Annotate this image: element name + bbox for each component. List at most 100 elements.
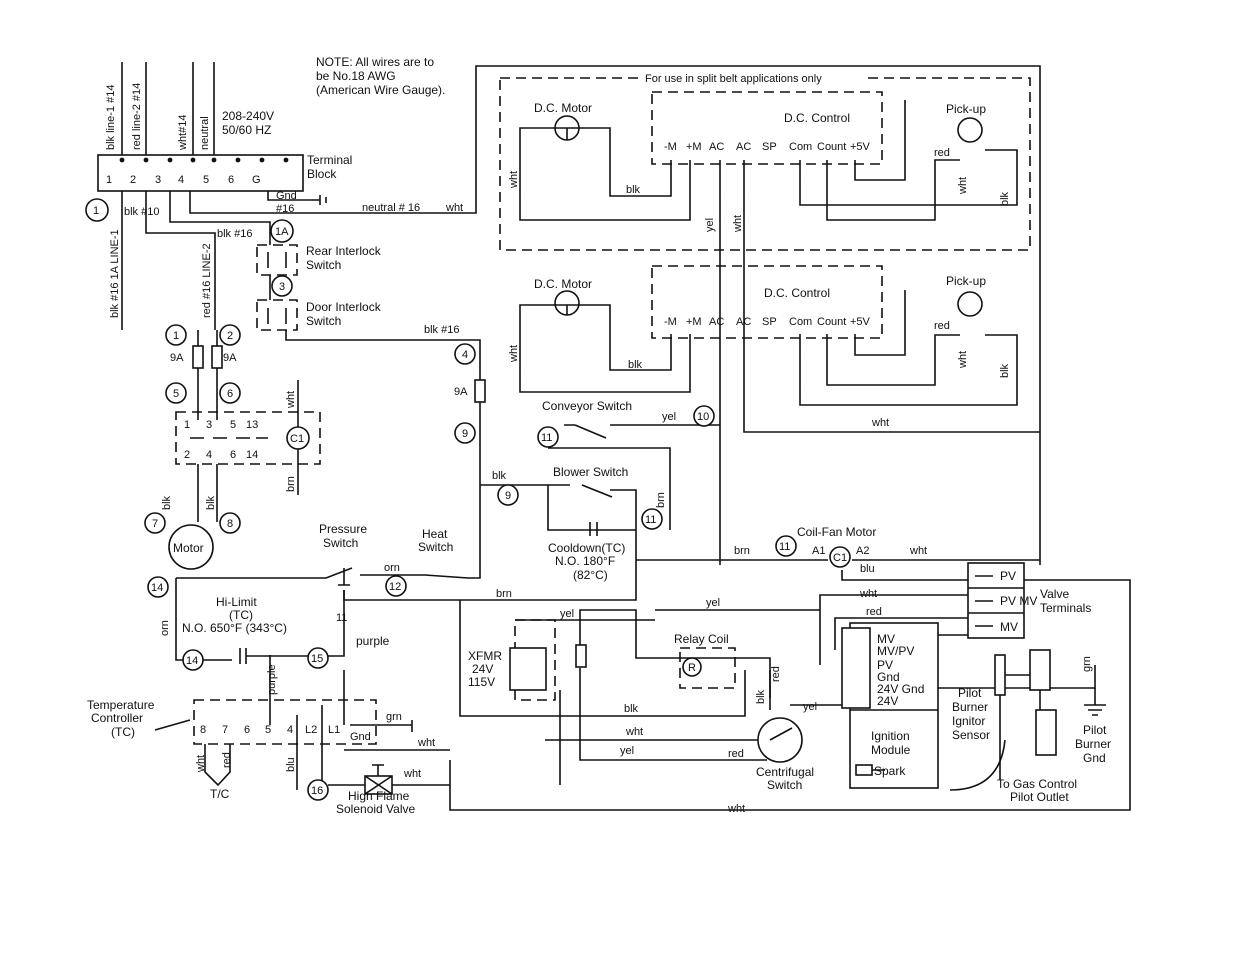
centrifugal-2: Switch xyxy=(767,778,802,792)
vt-pvmv: PV MV xyxy=(1000,594,1037,608)
switches: Conveyor Switch 11 yel 10 Blower Switch … xyxy=(537,399,720,582)
pilot-s3: Ignitor xyxy=(952,714,985,728)
tc-gnd: Gnd xyxy=(350,731,371,743)
blower-brn: brn xyxy=(655,492,667,508)
wire-tag-15: 15 xyxy=(311,653,323,665)
heat-2: Switch xyxy=(418,540,453,554)
wire-tag-11a: 11 xyxy=(541,432,552,444)
wire-tag-3-text: 3 xyxy=(279,281,285,293)
ig-title-2: Module xyxy=(871,743,911,757)
ct-2: 2 xyxy=(184,449,190,461)
tb-terminal-5: 5 xyxy=(203,174,209,186)
neutral-label: neutral # 16 xyxy=(362,202,420,214)
supply-wire-4: neutral xyxy=(199,116,211,150)
vt-wht: wht xyxy=(859,588,877,600)
purple-label: purple xyxy=(356,634,390,648)
wht-label-432: wht xyxy=(871,417,889,429)
motor-label: Motor xyxy=(173,541,204,555)
ig-gnd: Gnd xyxy=(877,670,900,684)
ct-6: 6 xyxy=(230,449,236,461)
pilot-s4: Sensor xyxy=(952,728,990,742)
xfmr-3: 115V xyxy=(468,675,495,689)
wire-tag-1a xyxy=(270,219,294,243)
blower-motor xyxy=(168,524,214,570)
relay-coil: Relay Coil xyxy=(674,632,729,646)
centrifugal-1: Centrifugal xyxy=(756,765,814,779)
pilot-g1: Pilot xyxy=(1083,723,1107,737)
coil-brn: brn xyxy=(285,476,297,492)
pickup1-red: red xyxy=(934,147,950,159)
control-line: 4 9A 9 blk 9 xyxy=(454,343,637,531)
dc-motor-1: D.C. Motor xyxy=(534,101,592,115)
dc1-yel: yel xyxy=(704,218,716,232)
supply-wire-3: wht#14 xyxy=(177,115,189,151)
ig-24vgnd: 24V Gnd xyxy=(877,682,924,696)
wire-tag-7: 7 xyxy=(152,518,158,530)
line2-label: red #16 LINE-2 xyxy=(201,243,213,318)
sol-wht: wht xyxy=(403,768,421,780)
fuse-1: 9A xyxy=(170,352,184,364)
coil-fan-motor: Coil-Fan Motor xyxy=(797,525,876,539)
tb-title-1: Terminal xyxy=(307,153,352,167)
relay-yel2: yel xyxy=(620,745,634,757)
dc-motor-2: D.C. Motor xyxy=(534,277,592,291)
wire-tag-12: 12 xyxy=(389,581,401,593)
wire-tag-1b: 1 xyxy=(173,330,179,342)
wire-tag-4: 4 xyxy=(462,349,468,361)
dc2-t4: AC xyxy=(736,316,751,328)
wire-tag-5: 5 xyxy=(173,388,179,400)
note: NOTE: All wires are to be No.18 AWG (Ame… xyxy=(316,55,445,97)
ct-5: 5 xyxy=(230,419,236,431)
relay-wht: wht xyxy=(625,726,643,738)
wire-tag-2: 2 xyxy=(227,330,233,342)
dc2-t6: Com xyxy=(789,316,812,328)
orn-label: orn xyxy=(384,562,400,574)
blk10-label: blk #10 xyxy=(124,206,159,218)
cent-red: red xyxy=(770,666,782,682)
xfmr-2: 24V xyxy=(472,662,493,676)
fan-a2: A2 xyxy=(856,545,869,557)
dc1-t1: -M xyxy=(664,141,677,153)
tb-title-2: Block xyxy=(307,167,337,181)
xfmr-relay: XFMR 24V 115V yel yel Relay Coil R blk w… xyxy=(459,597,842,792)
line1-label: blk #16 1A LINE-1 xyxy=(109,229,121,318)
tc-label-3: (TC) xyxy=(111,725,135,739)
tc-t5: 5 xyxy=(265,724,271,736)
dc2-wht: wht xyxy=(508,345,520,363)
cooldown-2: N.O. 180°F xyxy=(555,554,615,568)
conveyor-switch: Conveyor Switch xyxy=(542,399,632,413)
tb-gnd-gauge: #16 xyxy=(276,203,294,215)
pickup2-blk: blk xyxy=(999,363,1011,378)
dc1-t8: +5V xyxy=(850,141,871,153)
fan-wht: wht xyxy=(909,545,927,557)
relay-yel: yel xyxy=(706,597,720,609)
coil-wht: wht xyxy=(285,391,297,409)
wire-tag-14b: 14 xyxy=(186,655,198,667)
solenoid-2: Solenoid Valve xyxy=(336,802,415,816)
blower-switch: Blower Switch xyxy=(553,465,628,479)
rear-interlock-1: Rear Interlock xyxy=(306,244,382,258)
cooldown-3: (82°C) xyxy=(573,568,608,582)
ig-24v: 24V xyxy=(877,694,898,708)
valve-title-2: Terminals xyxy=(1040,601,1091,615)
wire-tag-8: 8 xyxy=(227,518,233,530)
wire-tag-11d: 11 xyxy=(336,612,347,624)
dc2-t7: Count xyxy=(817,316,846,328)
rear-interlock-2: Switch xyxy=(306,258,341,272)
tc-red: red xyxy=(221,752,233,768)
relay-r: R xyxy=(688,662,696,674)
fuses-contactor: 1 2 9A 9A 5 6 1 3 5 13 2 4 6 14 C1 wht b… xyxy=(144,324,321,570)
dc1-t7: Count xyxy=(817,141,846,153)
dc2-t5: SP xyxy=(762,316,777,328)
tb-terminal-4: 4 xyxy=(178,174,184,186)
ct-3: 3 xyxy=(206,419,212,431)
wire-tag-9b: 9 xyxy=(505,490,511,502)
ig-pv: PV xyxy=(877,658,893,672)
tc-label-2: Controller xyxy=(91,711,143,725)
blk-label-9: blk xyxy=(492,470,507,482)
fan-brn: brn xyxy=(734,545,750,557)
wire-tag-9: 9 xyxy=(462,428,468,440)
vt-pv: PV xyxy=(1000,569,1016,583)
motor-blk-2: blk xyxy=(205,495,217,510)
pilot-g3: Gnd xyxy=(1083,751,1106,765)
